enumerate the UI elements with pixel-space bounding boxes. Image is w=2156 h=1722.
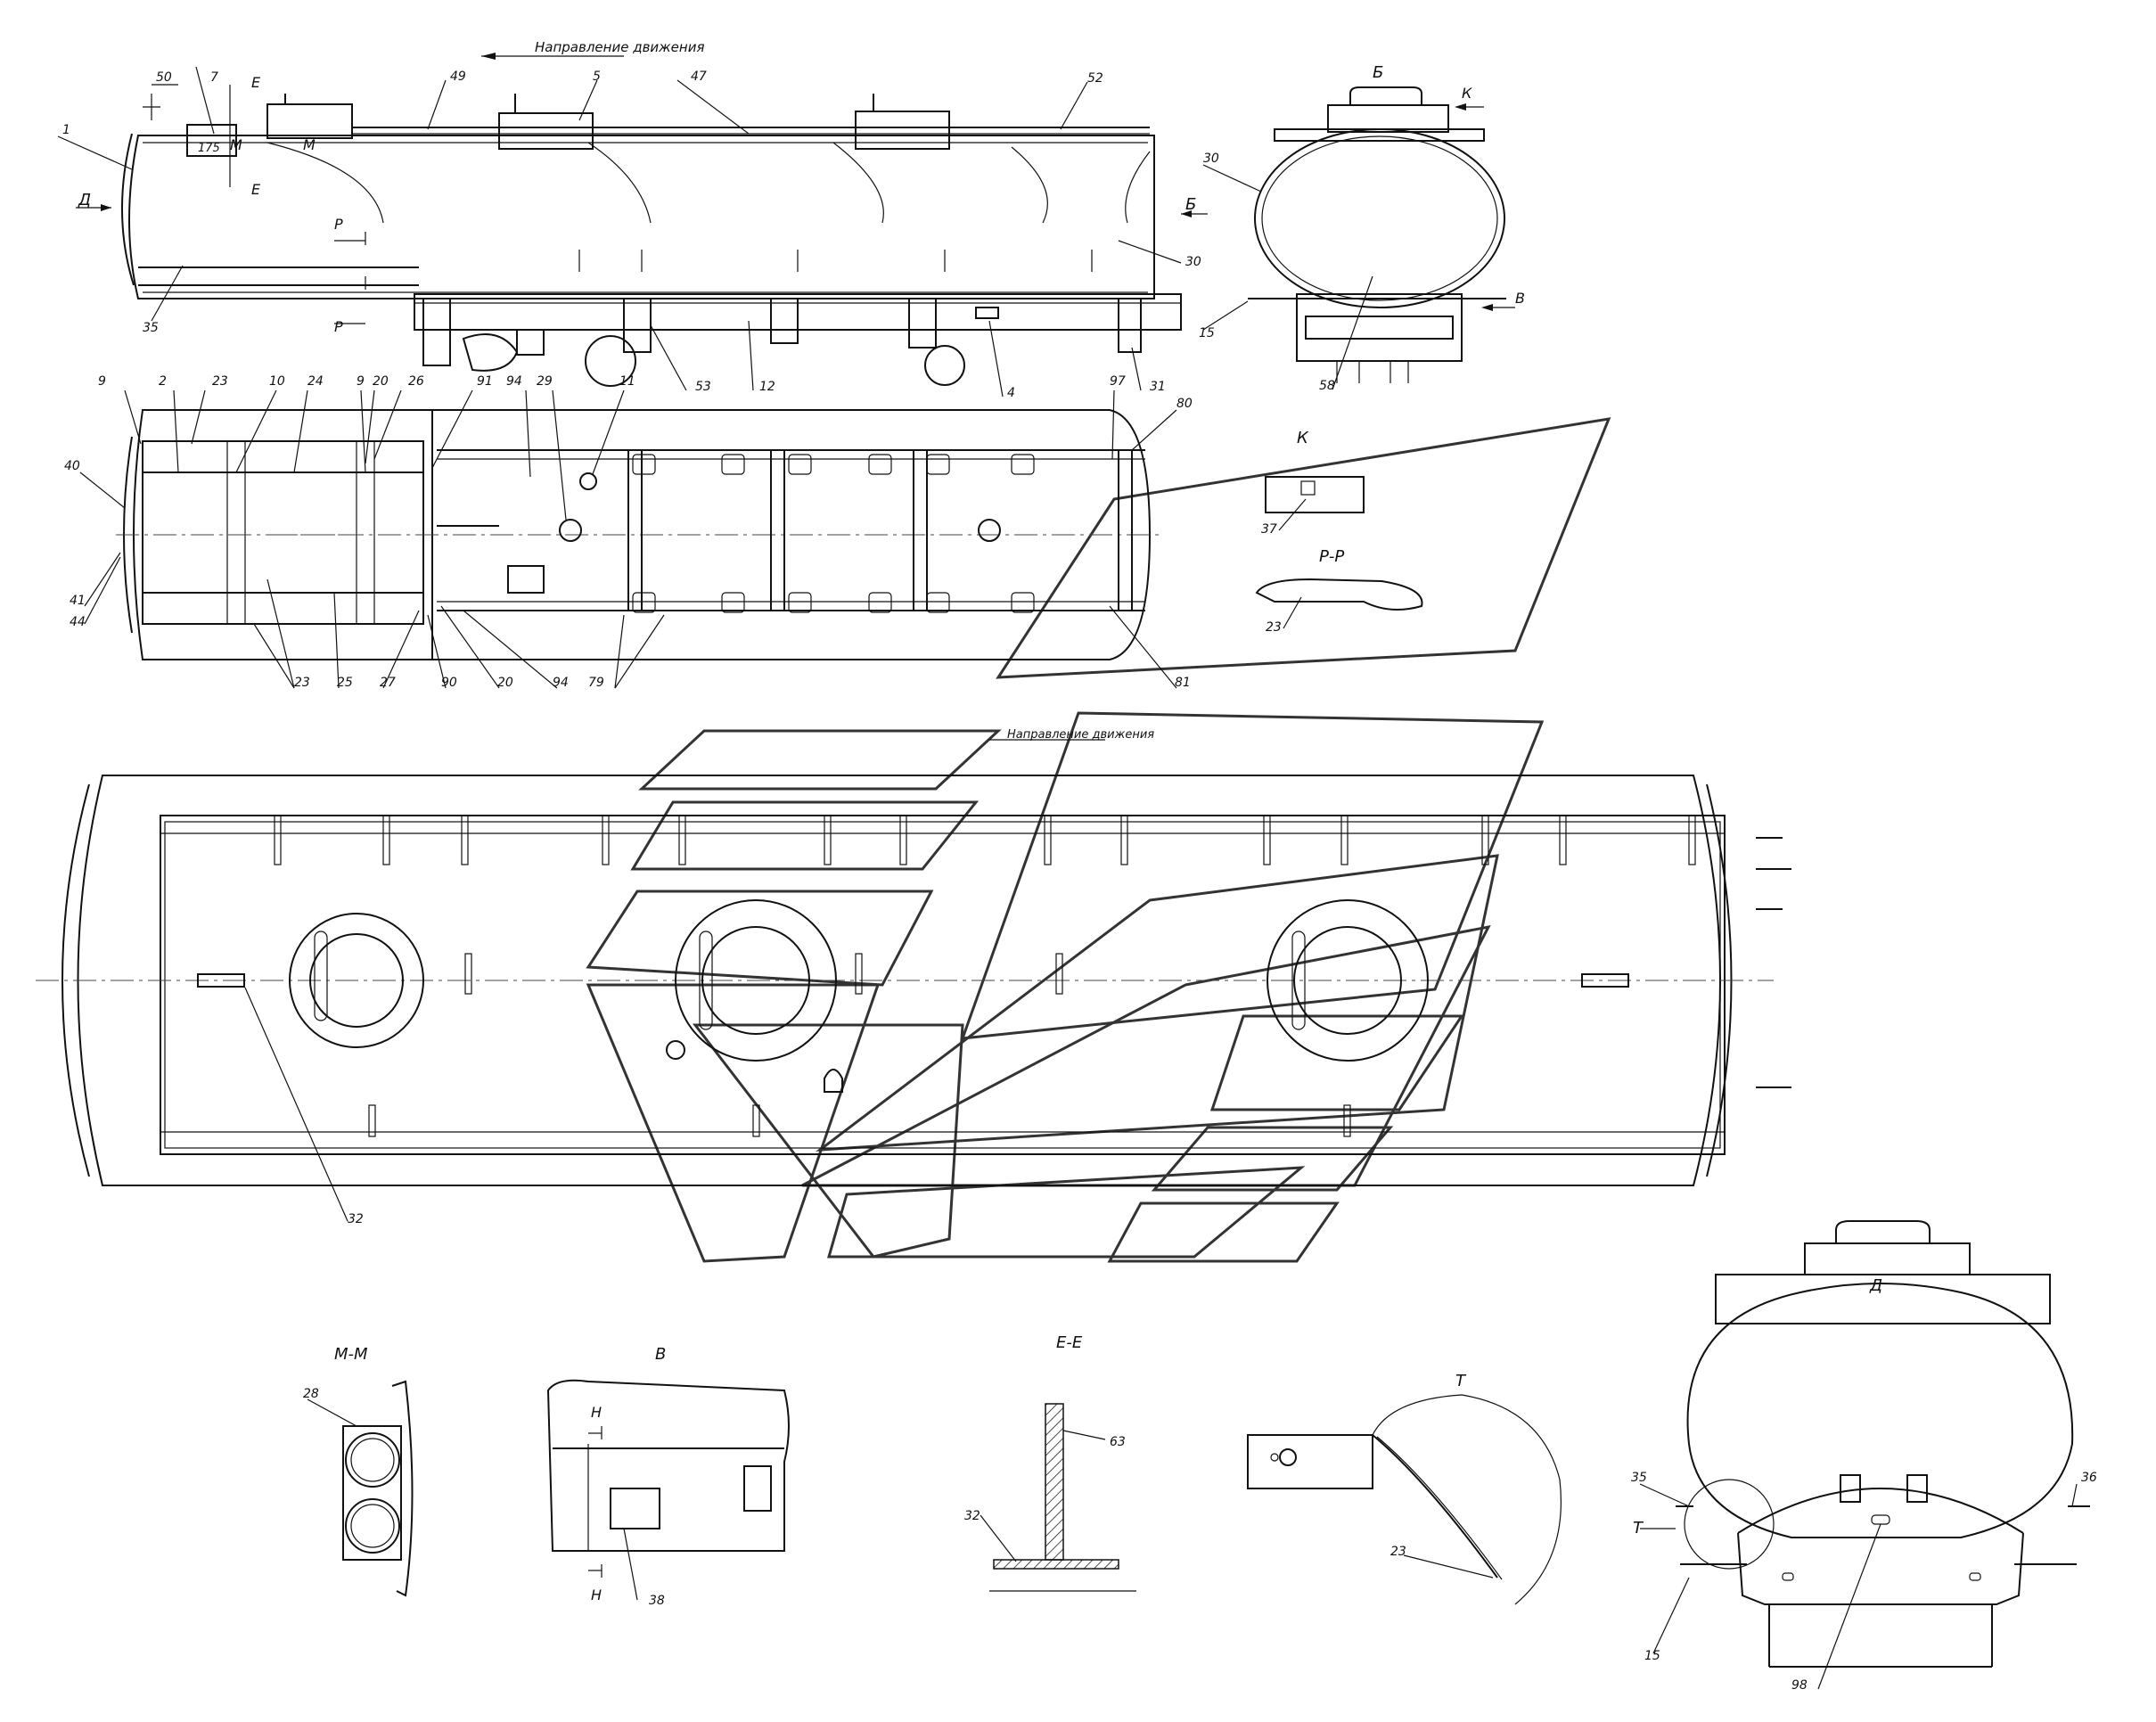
section-h-bottom: Н — [591, 1587, 602, 1603]
direction-label-top: Направление движения — [535, 39, 704, 55]
callout-9-right: 9 — [357, 374, 365, 389]
detail-mark-t: Т — [1633, 1519, 1644, 1538]
callout-32-ee: 32 — [964, 1509, 980, 1523]
callout-80: 80 — [1176, 397, 1193, 411]
callout-79: 79 — [588, 676, 604, 690]
view-b-rear: Б К В 30 15 58 — [1199, 63, 1525, 393]
callout-4: 4 — [1007, 386, 1015, 400]
callout-41: 41 — [70, 594, 86, 608]
callout-44: 44 — [70, 615, 86, 629]
callout-40: 40 — [64, 459, 80, 473]
view-title-mm: М-М — [334, 1345, 368, 1364]
callout-1: 1 — [62, 123, 70, 137]
view-pp: Р-Р 23 — [1255, 547, 1423, 635]
callout-20-top: 20 — [373, 374, 389, 389]
callout-94-top: 94 — [506, 374, 522, 389]
callout-23-plan-bottom: 23 — [294, 676, 310, 690]
section-h-top: Н — [591, 1404, 602, 1421]
callout-15-front: 15 — [1644, 1649, 1660, 1663]
arrow-label-d: Д — [78, 191, 91, 209]
callout-36: 36 — [2081, 1471, 2097, 1485]
section-p-bottom: Р — [334, 318, 343, 335]
callout-58: 58 — [1319, 379, 1335, 393]
manhole-2 — [675, 899, 837, 1062]
view-k: К 37 — [1261, 429, 1365, 537]
callout-5: 5 — [593, 70, 601, 84]
section-m-left: М — [230, 136, 242, 153]
callout-30-side: 30 — [1185, 255, 1201, 269]
manhole-3 — [1267, 899, 1429, 1062]
section-mm: М-М 28 — [303, 1345, 414, 1597]
section-e-top: Е — [251, 74, 261, 91]
callout-24: 24 — [307, 374, 324, 389]
callout-23-pp: 23 — [1266, 620, 1282, 635]
callout-12: 12 — [759, 380, 775, 394]
section-e-bottom: Е — [251, 181, 261, 198]
watermark-logo — [586, 417, 1611, 1263]
callout-52: 52 — [1087, 71, 1103, 86]
callout-11: 11 — [619, 374, 635, 389]
callout-81: 81 — [1175, 676, 1191, 690]
view-title-b: Б — [1373, 63, 1383, 82]
callout-91: 91 — [477, 374, 493, 389]
view-v: В Н Н 38 — [546, 1345, 790, 1608]
callout-98: 98 — [1791, 1678, 1808, 1693]
callout-31: 31 — [1150, 380, 1166, 394]
callout-23-t: 23 — [1390, 1545, 1406, 1559]
arrow-label-k: К — [1462, 85, 1472, 102]
arrow-label-v: В — [1515, 290, 1525, 307]
callout-97: 97 — [1110, 374, 1126, 389]
callout-27: 27 — [380, 676, 396, 690]
callout-32-large: 32 — [348, 1212, 364, 1226]
section-p-top: Р — [334, 216, 343, 233]
callout-9-left: 9 — [98, 374, 106, 389]
callout-53: 53 — [695, 380, 711, 394]
callout-49: 49 — [450, 70, 466, 84]
plan-view: 9 2 23 10 24 9 20 26 91 94 29 11 97 80 4… — [64, 374, 1193, 690]
arrow-label-b: Б — [1185, 195, 1196, 214]
callout-2: 2 — [159, 374, 167, 389]
callout-28: 28 — [303, 1387, 319, 1401]
view-title-d: Д — [1869, 1276, 1882, 1295]
callout-35-front: 35 — [1631, 1471, 1647, 1485]
callout-23-plan-top: 23 — [212, 374, 228, 389]
callout-63: 63 — [1110, 1435, 1126, 1449]
callout-25: 25 — [337, 676, 353, 690]
callout-175: 175 — [198, 142, 220, 155]
view-title-k: К — [1297, 429, 1309, 447]
callout-10: 10 — [269, 374, 285, 389]
callout-29: 29 — [537, 374, 553, 389]
callout-20-bottom: 20 — [497, 676, 513, 690]
detail-t: Т 23 — [1247, 1372, 1562, 1605]
callout-50: 50 — [156, 70, 172, 85]
callout-26: 26 — [408, 374, 424, 389]
callout-47: 47 — [691, 70, 707, 84]
manhole-1 — [289, 913, 424, 1048]
callout-35-top: 35 — [143, 321, 159, 335]
callout-30-rear: 30 — [1203, 152, 1219, 166]
callout-94-bottom: 94 — [553, 676, 569, 690]
side-view-top: Направление движения — [57, 39, 1208, 400]
view-title-pp: Р-Р — [1319, 547, 1344, 566]
callout-90: 90 — [441, 676, 457, 690]
large-top-view: Направление движения — [36, 728, 1791, 1226]
section-m-right: М — [303, 136, 316, 153]
view-title-v: В — [655, 1345, 666, 1364]
callout-15-rear: 15 — [1199, 326, 1215, 340]
callout-38: 38 — [649, 1594, 665, 1608]
callout-7: 7 — [210, 70, 218, 85]
direction-label-large: Направление движения — [1007, 728, 1154, 742]
view-title-t: Т — [1455, 1372, 1467, 1390]
view-title-ee: Е-Е — [1056, 1333, 1083, 1352]
view-d-front: Д 35 36 Т 15 98 — [1631, 1220, 2097, 1693]
callout-37: 37 — [1261, 522, 1277, 537]
section-ee: Е-Е 63 32 — [964, 1333, 1136, 1592]
